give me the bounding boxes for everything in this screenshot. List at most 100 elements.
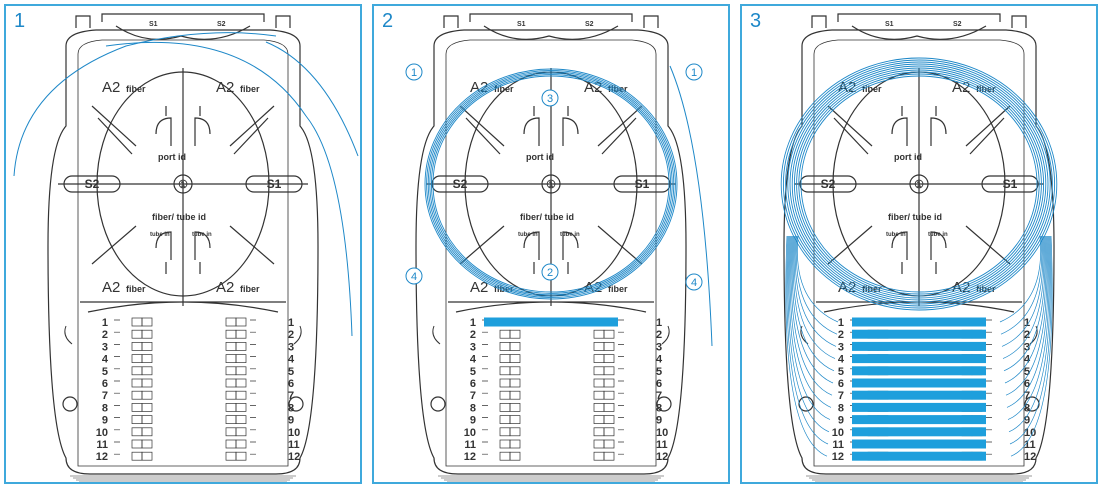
tube-hook — [523, 231, 579, 274]
splice-slot — [225, 354, 237, 363]
splice-slot — [235, 329, 247, 339]
row-number-right: 8 — [656, 402, 662, 414]
splice-slot — [603, 390, 615, 400]
adapter-rail — [80, 301, 286, 313]
row-number-left: 8 — [470, 402, 476, 414]
zone-sublabel-fiber: fiber — [240, 84, 260, 94]
fiber-loop — [105, 41, 353, 337]
splice-slot — [225, 366, 237, 376]
step-marker-circle — [405, 63, 423, 81]
fiber-loop — [792, 235, 835, 372]
row-number-right: 9 — [1024, 415, 1030, 427]
row-number-left: 7 — [470, 390, 476, 402]
holder-label-s2: S2 — [85, 177, 100, 191]
row-number-right: 12 — [288, 451, 300, 463]
side-slot — [432, 325, 670, 345]
splice-slot — [141, 439, 153, 449]
splice-slot — [235, 354, 247, 363]
splice-slot — [499, 342, 511, 351]
holder-label-s2: S2 — [453, 177, 468, 191]
row-number-left: 5 — [470, 366, 476, 378]
splice-slot — [603, 329, 615, 339]
spoke — [459, 105, 505, 147]
fiber-loop — [795, 235, 838, 335]
splice-slot — [593, 427, 605, 437]
splice-slot — [225, 378, 237, 388]
splice-slot — [131, 415, 143, 424]
step-marker-label: 2 — [547, 267, 553, 279]
fiber-loop — [793, 69, 1045, 299]
fiber-loop — [791, 235, 834, 384]
row-number-right: 11 — [1024, 439, 1036, 451]
splice-slot — [499, 354, 511, 363]
row-number-left: 8 — [102, 402, 108, 414]
splice-tray — [415, 13, 687, 482]
bend-radius-ring — [96, 71, 270, 297]
row-number-left: 12 — [96, 451, 108, 463]
spoke — [229, 225, 275, 265]
splice-slot — [141, 403, 153, 412]
splice-slot — [141, 342, 153, 351]
mount-hole-right — [656, 396, 672, 412]
splice-slot — [593, 439, 605, 449]
zone-sublabel-fiber: fiber — [494, 84, 514, 94]
port-hook — [155, 106, 211, 146]
splice-slot — [593, 415, 605, 424]
row-number-right: 2 — [288, 329, 294, 341]
fiber-loop — [1007, 235, 1050, 420]
splice-protector — [852, 415, 986, 425]
splice-protector — [484, 317, 618, 327]
splice-slot — [235, 390, 247, 400]
splice-slot — [225, 415, 237, 424]
row-number-left: 2 — [102, 329, 108, 341]
step-number: 2 — [382, 10, 394, 32]
splice-slot — [603, 366, 615, 376]
row-number-right: 5 — [656, 366, 662, 378]
spoke — [597, 225, 643, 265]
holder-left — [431, 175, 489, 193]
step-marker-circle — [541, 89, 559, 107]
row-number-right: 12 — [1024, 451, 1036, 463]
row-number-right: 1 — [1024, 317, 1030, 329]
splice-slot — [593, 354, 605, 363]
row-number-left: 4 — [102, 354, 109, 366]
splice-slot — [603, 354, 615, 363]
row-number-left: 7 — [102, 390, 108, 402]
fiber-loop — [1009, 235, 1052, 445]
splice-slot — [225, 427, 237, 437]
row-number-left: 11 — [832, 439, 844, 451]
splice-slot — [509, 390, 521, 400]
row-number-right: 1 — [288, 317, 294, 329]
row-number-left: 4 — [470, 354, 477, 366]
adapter-rail — [448, 301, 654, 313]
tube-hook — [891, 231, 947, 274]
splice-slot — [499, 427, 511, 437]
tube-in-right: tube in — [928, 232, 948, 238]
splice-protector — [852, 402, 986, 412]
splice-label-s2: S2 — [585, 21, 594, 28]
fiber-loop — [1002, 235, 1045, 359]
row-number-right: 10 — [656, 427, 668, 439]
row-number-left: 9 — [470, 415, 476, 427]
splice-label-s1: S1 — [885, 21, 894, 28]
row-number-left: 2 — [470, 329, 476, 341]
splice-slot — [593, 342, 605, 351]
splice-slot — [509, 451, 521, 461]
splice-slot — [509, 354, 521, 363]
fiber-loop — [1010, 235, 1053, 457]
fiber-loop — [788, 235, 831, 420]
fiber-loop — [796, 71, 1042, 297]
center-hub — [173, 174, 193, 194]
splice-protector — [852, 329, 986, 339]
row-number-right: 12 — [656, 451, 668, 463]
top-latch — [443, 15, 659, 28]
zone-label-a2: A2 — [102, 279, 120, 296]
fiber-loop — [424, 68, 678, 300]
fiber-loop — [430, 74, 672, 294]
row-number-left: 2 — [838, 329, 844, 341]
zone-label-a2: A2 — [102, 79, 120, 96]
